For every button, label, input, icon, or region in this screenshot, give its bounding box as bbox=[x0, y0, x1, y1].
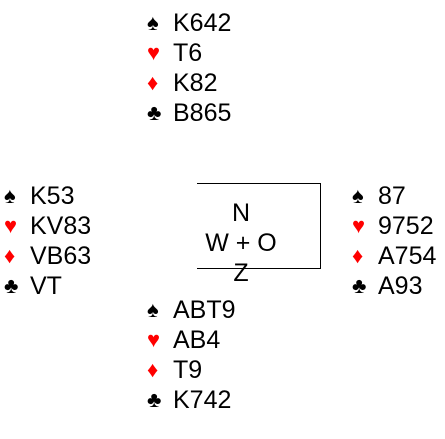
west-clubs-row: ♣ VT bbox=[4, 271, 91, 301]
heart-icon: ♥ bbox=[147, 40, 161, 65]
west-hand: ♠ K53 ♥ KV83 ♦ VB63 ♣ VT bbox=[4, 181, 91, 301]
east-spades-row: ♠ 87 bbox=[352, 181, 436, 211]
heart-icon: ♥ bbox=[4, 213, 18, 238]
south-hearts: AB4 bbox=[173, 326, 221, 354]
north-hearts-row: ♥ T6 bbox=[147, 38, 231, 68]
club-icon: ♣ bbox=[352, 273, 367, 298]
spade-icon: ♠ bbox=[352, 183, 364, 208]
east-diamonds: A754 bbox=[378, 242, 437, 270]
north-diamonds: K82 bbox=[173, 69, 218, 97]
compass-top-divider bbox=[197, 183, 321, 184]
west-hearts: KV83 bbox=[30, 212, 92, 240]
club-icon: ♣ bbox=[147, 100, 162, 125]
west-spades-row: ♠ K53 bbox=[4, 181, 91, 211]
south-hearts-row: ♥ AB4 bbox=[147, 325, 236, 355]
north-clubs-row: ♣ B865 bbox=[147, 98, 231, 128]
north-diamonds-row: ♦ K82 bbox=[147, 68, 231, 98]
east-clubs: A93 bbox=[378, 272, 423, 300]
north-hearts: T6 bbox=[173, 39, 203, 67]
spade-icon: ♠ bbox=[147, 297, 159, 322]
west-spades: K53 bbox=[30, 182, 75, 210]
east-hand: ♠ 87 ♥ 9752 ♦ A754 ♣ A93 bbox=[352, 181, 436, 301]
west-hearts-row: ♥ KV83 bbox=[4, 211, 91, 241]
compass-bottom-divider bbox=[197, 268, 321, 269]
compass-west-east-label: W + O bbox=[205, 229, 277, 257]
east-clubs-row: ♣ A93 bbox=[352, 271, 436, 301]
spade-icon: ♠ bbox=[147, 10, 159, 35]
south-diamonds: T9 bbox=[173, 356, 203, 384]
club-icon: ♣ bbox=[147, 387, 162, 412]
north-clubs: B865 bbox=[173, 99, 232, 127]
club-icon: ♣ bbox=[4, 273, 19, 298]
heart-icon: ♥ bbox=[352, 213, 366, 238]
south-spades-row: ♠ ABT9 bbox=[147, 295, 236, 325]
south-clubs: K742 bbox=[173, 386, 232, 414]
east-hearts: 9752 bbox=[378, 212, 434, 240]
compass-right-divider bbox=[320, 183, 321, 269]
north-spades-row: ♠ K642 bbox=[147, 8, 231, 38]
heart-icon: ♥ bbox=[147, 327, 161, 352]
diamond-icon: ♦ bbox=[147, 70, 159, 95]
spade-icon: ♠ bbox=[4, 183, 16, 208]
compass-north-label: N bbox=[231, 199, 251, 227]
east-spades: 87 bbox=[378, 182, 406, 210]
east-hearts-row: ♥ 9752 bbox=[352, 211, 436, 241]
south-diamonds-row: ♦ T9 bbox=[147, 355, 236, 385]
west-diamonds-row: ♦ VB63 bbox=[4, 241, 91, 271]
diamond-icon: ♦ bbox=[147, 357, 159, 382]
east-diamonds-row: ♦ A754 bbox=[352, 241, 436, 271]
south-clubs-row: ♣ K742 bbox=[147, 385, 236, 415]
south-spades: ABT9 bbox=[173, 296, 236, 324]
north-hand: ♠ K642 ♥ T6 ♦ K82 ♣ B865 bbox=[147, 8, 231, 128]
diamond-icon: ♦ bbox=[352, 243, 364, 268]
diamond-icon: ♦ bbox=[4, 243, 16, 268]
south-hand: ♠ ABT9 ♥ AB4 ♦ T9 ♣ K742 bbox=[147, 295, 236, 415]
west-clubs: VT bbox=[30, 272, 62, 300]
west-diamonds: VB63 bbox=[30, 242, 92, 270]
compass-south-label: Z bbox=[233, 259, 249, 287]
north-spades: K642 bbox=[173, 9, 232, 37]
compass-table: N W + O Z bbox=[197, 183, 321, 287]
